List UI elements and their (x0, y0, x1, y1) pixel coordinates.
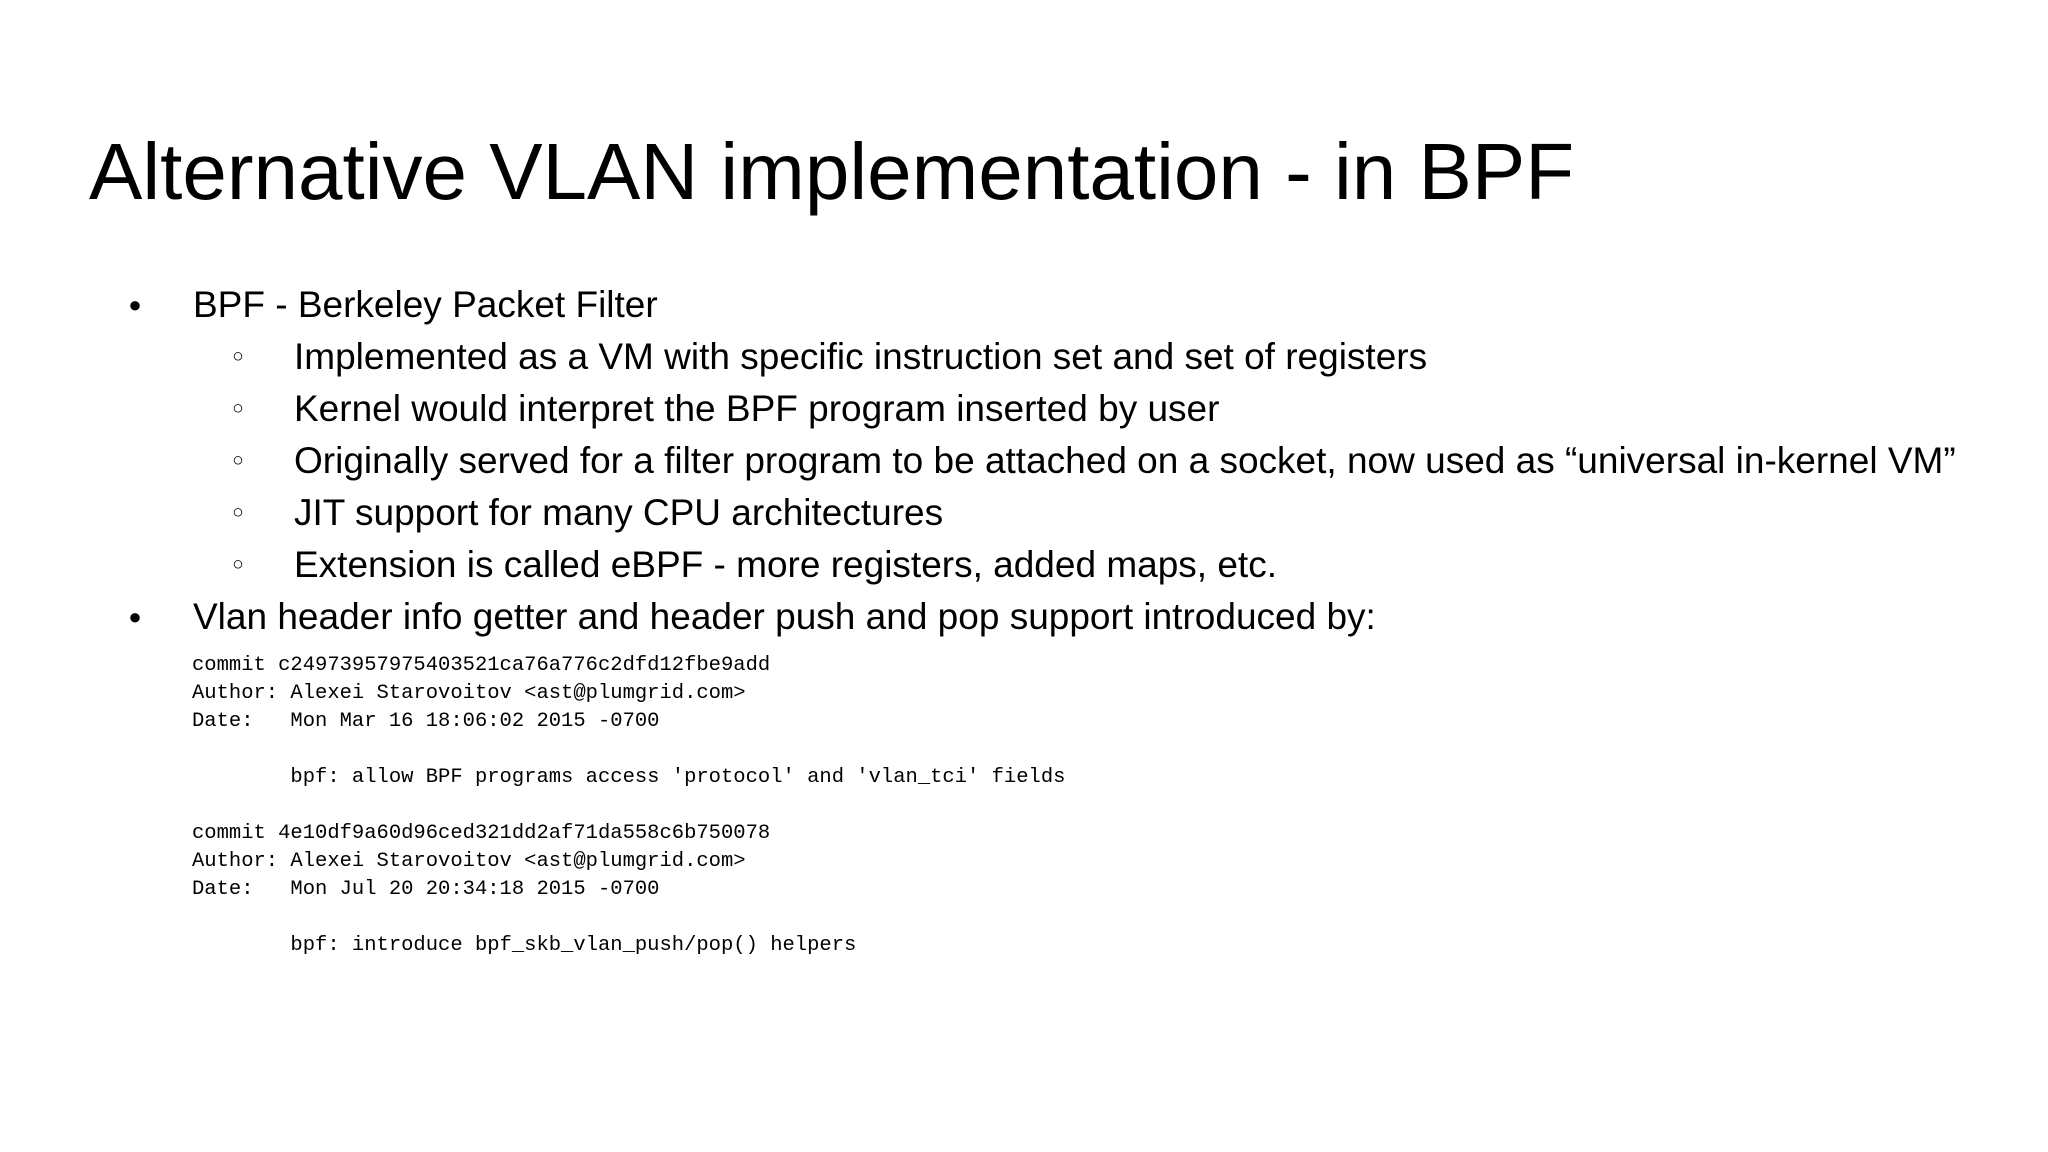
sub-bullet-marker-icon: ○ (232, 502, 244, 523)
sub-bullet-marker-icon: ○ (232, 346, 244, 367)
sub-bullet-marker-icon: ○ (232, 450, 244, 471)
bullet-text: Kernel would interpret the BPF program i… (294, 388, 1220, 429)
sub-bullet-item: ○ JIT support for many CPU architectures (0, 487, 2048, 539)
bullet-text: Extension is called eBPF - more register… (294, 544, 1277, 585)
bullet-text: BPF - Berkeley Packet Filter (193, 284, 658, 325)
bullet-item: ● Vlan header info getter and header push… (0, 591, 2048, 643)
bullet-marker-icon: ● (128, 292, 142, 317)
sub-bullet-marker-icon: ○ (232, 398, 244, 419)
sub-bullet-item: ○ Originally served for a filter program … (0, 435, 2048, 487)
sub-bullet-item: ○ Implemented as a VM with specific instr… (0, 331, 2048, 383)
bullet-text: Implemented as a VM with specific instru… (294, 336, 1428, 377)
bullet-list: ● BPF - Berkeley Packet Filter ○ Implemente… (0, 279, 2048, 643)
bullet-text: Vlan header info getter and header push … (193, 596, 1376, 637)
bullet-marker-icon: ● (128, 604, 142, 629)
commit-log: commit c24973957975403521ca76a776c2dfd12… (192, 654, 1066, 957)
sub-bullet-marker-icon: ○ (232, 554, 244, 575)
bullet-item: ● BPF - Berkeley Packet Filter (0, 279, 2048, 331)
sub-bullet-item: ○ Extension is called eBPF - more registe… (0, 539, 2048, 591)
sub-bullet-item: ○ Kernel would interpret the BPF program … (0, 383, 2048, 435)
slide-title: Alternative VLAN implementation - in BPF (89, 127, 1575, 216)
bullet-text: JIT support for many CPU architectures (294, 492, 944, 533)
bullet-text: Originally served for a filter program t… (294, 440, 1956, 481)
